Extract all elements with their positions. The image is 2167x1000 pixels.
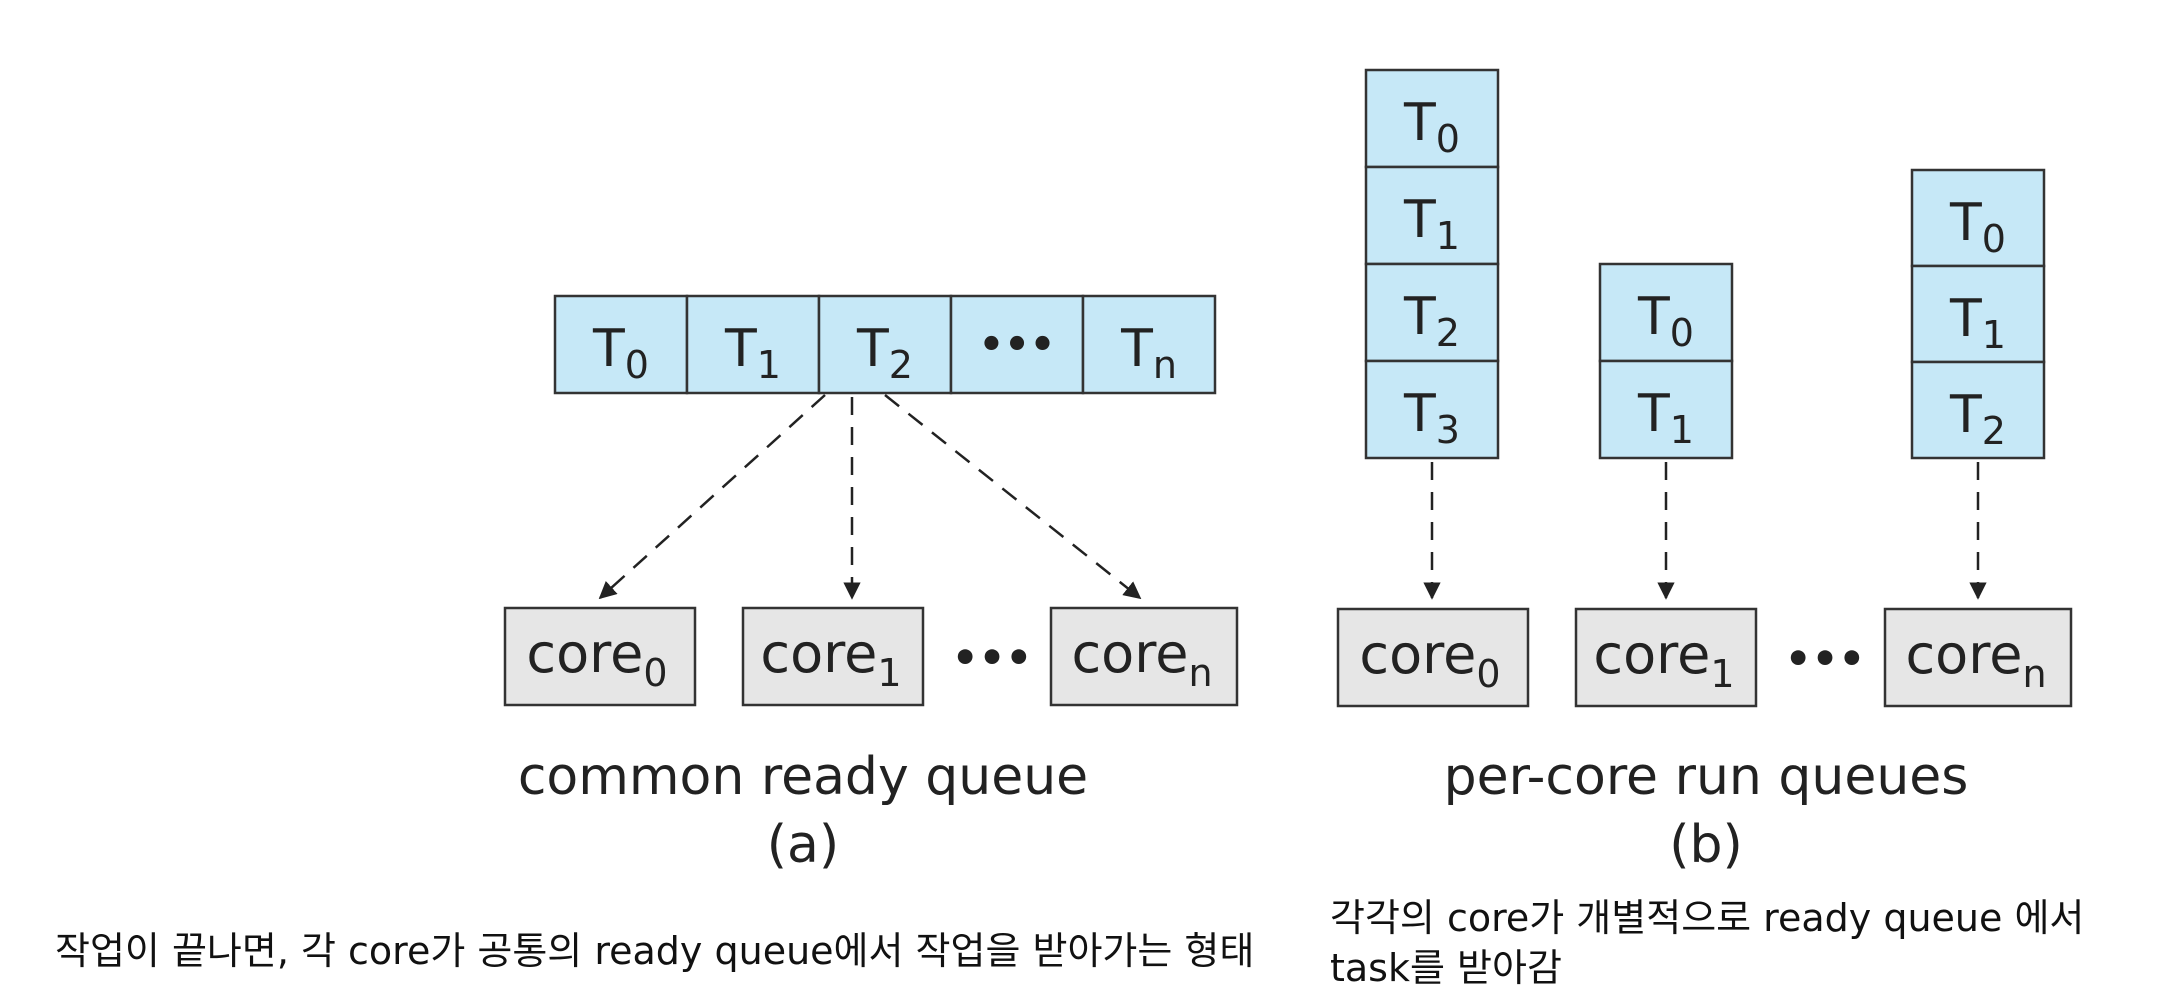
core-subscript: 1: [877, 651, 901, 695]
svg-text:T0: T0: [1403, 93, 1460, 161]
run-queue-1: T0 T1: [1598, 262, 1734, 460]
core-label: core: [760, 622, 877, 685]
task-subscript: 1: [1436, 214, 1460, 258]
svg-text:T0: T0: [1949, 193, 2006, 261]
queue0-task-1: T1: [1364, 165, 1500, 266]
core-n: coren: [1883, 607, 2073, 708]
core-label: core: [1593, 623, 1710, 686]
task-subscript: 1: [1670, 408, 1694, 452]
queue1-task-0: T0: [1598, 262, 1734, 363]
queue-task-n: Tn: [1081, 294, 1217, 395]
queuen-task-1: T1: [1910, 264, 2046, 364]
core-ellipsis: •••: [952, 633, 1033, 682]
svg-text:coren: coren: [1071, 622, 1212, 695]
queuen-task-0: T0: [1910, 168, 2046, 268]
task-subscript: 0: [1982, 217, 2006, 261]
svg-text:Tn: Tn: [1120, 319, 1177, 387]
svg-text:T0: T0: [592, 319, 649, 387]
core-subscript: 1: [1710, 652, 1734, 696]
task-subscript: 2: [1982, 409, 2006, 453]
panel-a-label: (a): [767, 815, 839, 875]
core-label: core: [1905, 623, 2022, 686]
core-n: coren: [1049, 606, 1239, 707]
core-ellipsis: •••: [1785, 634, 1866, 683]
svg-text:T1: T1: [1949, 289, 2006, 357]
task-label: T: [1949, 193, 1982, 253]
run-queue-0: T0 T1 T2 T3: [1364, 68, 1500, 460]
task-label: T: [1403, 93, 1436, 153]
core-1: core1: [741, 606, 925, 707]
svg-text:core0: core0: [526, 622, 667, 695]
task-label: T: [1403, 287, 1436, 347]
svg-text:T2: T2: [1949, 385, 2006, 453]
svg-text:T0: T0: [1637, 287, 1694, 355]
task-subscript: 0: [1670, 311, 1694, 355]
task-label: T: [1637, 384, 1670, 444]
svg-text:T2: T2: [856, 319, 913, 387]
task-subscript: 0: [625, 343, 649, 387]
svg-text:T2: T2: [1403, 287, 1460, 355]
core-subscript: 0: [643, 651, 667, 695]
core-1: core1: [1574, 607, 1758, 708]
queue0-task-3: T3: [1364, 359, 1500, 460]
queue-ellipsis-cell: •••: [949, 294, 1085, 395]
common-ready-queue: T0 T1 T2 ••• Tn: [553, 294, 1217, 395]
dispatch-arrow-coren: [884, 394, 1142, 600]
svg-text:T1: T1: [1403, 190, 1460, 258]
queue-task-2: T2: [817, 294, 953, 395]
queue0-task-2: T2: [1364, 262, 1500, 363]
svg-text:core1: core1: [760, 622, 901, 695]
core-label: core: [1359, 623, 1476, 686]
task-subscript: 2: [1436, 311, 1460, 355]
ellipsis-label: •••: [979, 322, 1056, 368]
queue1-task-1: T1: [1598, 359, 1734, 460]
svg-text:T3: T3: [1403, 384, 1460, 452]
task-label: T: [592, 319, 625, 379]
task-label: T: [1949, 385, 1982, 445]
task-label: T: [1637, 287, 1670, 347]
queue-task-1: T1: [685, 294, 821, 395]
task-label: T: [1949, 289, 1982, 349]
svg-text:T1: T1: [1637, 384, 1694, 452]
task-subscript: 0: [1436, 117, 1460, 161]
panel-b: T0 T1 T2 T3: [1336, 68, 2073, 875]
core-0: core0: [503, 606, 697, 707]
core-subscript: n: [1188, 651, 1212, 695]
panel-b-title: per-core run queues: [1444, 747, 1969, 807]
task-label: T: [1403, 384, 1436, 444]
task-label: T: [1120, 319, 1153, 379]
panel-b-label: (b): [1669, 815, 1743, 875]
svg-text:core1: core1: [1593, 623, 1734, 696]
core-label: core: [1071, 622, 1188, 685]
task-subscript: 2: [889, 343, 913, 387]
panel-a-title: common ready queue: [518, 747, 1088, 807]
task-subscript: 1: [757, 343, 781, 387]
queue-task-0: T0: [553, 294, 689, 395]
task-label: T: [1403, 190, 1436, 250]
panel-b-caption: 각각의 core가 개별적으로 ready queue 에서 task를 받아감: [1330, 896, 2085, 990]
core-0: core0: [1336, 607, 1530, 708]
task-label: T: [724, 319, 757, 379]
svg-text:core0: core0: [1359, 623, 1500, 696]
run-queue-n: T0 T1 T2: [1910, 168, 2046, 460]
dispatch-arrow-core0: [598, 394, 826, 600]
core-subscript: n: [2022, 652, 2046, 696]
task-subscript: 1: [1982, 313, 2006, 357]
queue0-task-0: T0: [1364, 68, 1500, 169]
task-subscript: 3: [1436, 408, 1460, 452]
task-label: T: [856, 319, 889, 379]
panel-a: T0 T1 T2 ••• Tn: [503, 294, 1239, 875]
queuen-task-2: T2: [1910, 360, 2046, 460]
core-subscript: 0: [1476, 652, 1500, 696]
svg-text:coren: coren: [1905, 623, 2046, 696]
task-subscript: n: [1153, 343, 1177, 387]
core-label: core: [526, 622, 643, 685]
svg-text:T1: T1: [724, 319, 781, 387]
panel-a-caption: 작업이 끝나면, 각 core가 공통의 ready queue에서 작업을 받…: [55, 929, 1255, 973]
